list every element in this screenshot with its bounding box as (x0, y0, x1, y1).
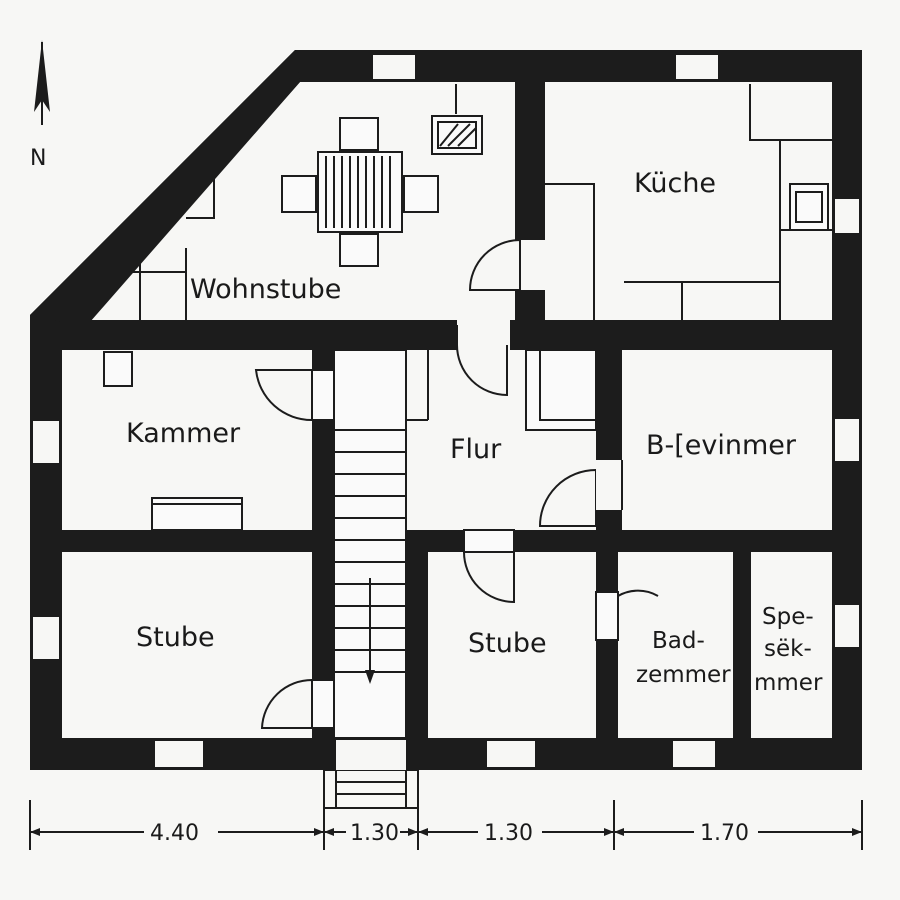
kammer-furniture (103, 351, 243, 531)
windows (31, 53, 861, 769)
doors (254, 239, 659, 729)
dimension-label-1: 4.40 (150, 821, 199, 846)
dining-table (281, 117, 439, 267)
entrance-steps (323, 740, 419, 809)
wohnstube-bench (96, 172, 215, 320)
room-label-flur: Flur (450, 434, 502, 465)
kitchen-counters (545, 84, 832, 320)
dimension-label-2: 1.30 (350, 821, 399, 846)
room-label-stube-left: Stube (136, 622, 215, 653)
room-label-speise-line3: mmer (754, 670, 823, 696)
room-label-stube-mid: Stube (468, 628, 547, 659)
room-label-kueche: Küche (634, 168, 716, 199)
room-label-bad-line1: Bad- (652, 628, 705, 654)
room-label-wohnstube: Wohnstube (190, 274, 341, 305)
dimension-label-3: 1.30 (484, 821, 533, 846)
room-label-speise-line1: Spe- (762, 604, 814, 630)
dimension-label-4: 1.70 (700, 821, 749, 846)
north-arrow-icon (34, 40, 50, 125)
staircase (333, 349, 429, 739)
dimension-line (29, 800, 863, 850)
room-label-bad-line2: zemmer (636, 662, 731, 688)
room-label-schlafzimmer: B-[evinmer (646, 430, 797, 461)
north-label: N (30, 146, 46, 171)
stove-icon (431, 84, 483, 155)
room-label-kammer: Kammer (126, 418, 241, 449)
room-label-speise-line2: sëk- (764, 636, 812, 662)
